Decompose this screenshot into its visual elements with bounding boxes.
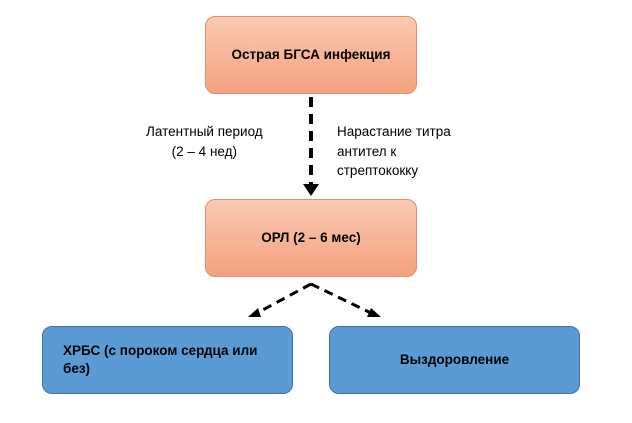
edge-orl-to-recovery-arrowhead xyxy=(367,308,381,317)
node-recovery-label: Выздоровление xyxy=(399,352,510,368)
annotation-latent-period-line-2: (2 – 4 нед) xyxy=(171,143,237,159)
annotation-titer-rise: Нарастание титра антител к стрептококку xyxy=(337,122,451,181)
node-acute-infection: Острая БГСА инфекция xyxy=(205,16,417,94)
node-hrbs-label: ХРБС (с пороком сердца или без) xyxy=(63,342,257,377)
node-acute-infection-label: Острая БГСА инфекция xyxy=(231,47,391,63)
annotation-titer-rise-line-3: стрептококку xyxy=(337,163,419,179)
node-hrbs-label-line-2: без) xyxy=(63,361,91,376)
edge-infection-to-orl-arrowhead xyxy=(303,184,319,196)
annotation-latent-period-line-1: Латентный период xyxy=(146,124,263,139)
edge-orl-to-hrbs-arrowhead xyxy=(248,308,261,317)
node-hrbs-label-line-1: ХРБС (с пороком сердца или xyxy=(63,343,258,359)
node-orl: ОРЛ (2 – 6 мес) xyxy=(205,199,417,277)
edge-orl-to-hrbs xyxy=(256,282,312,315)
annotation-titer-rise-line-2: антител к xyxy=(337,143,397,159)
node-recovery: Выздоровление xyxy=(329,326,580,394)
edge-orl-to-recovery xyxy=(310,282,372,315)
annotation-titer-rise-line-1: Нарастание титра xyxy=(337,124,451,139)
annotation-latent-period: Латентный период (2 – 4 нед) xyxy=(146,122,263,161)
node-orl-label: ОРЛ (2 – 6 мес) xyxy=(261,230,361,246)
node-hrbs: ХРБС (с пороком сердца или без) xyxy=(42,326,293,394)
